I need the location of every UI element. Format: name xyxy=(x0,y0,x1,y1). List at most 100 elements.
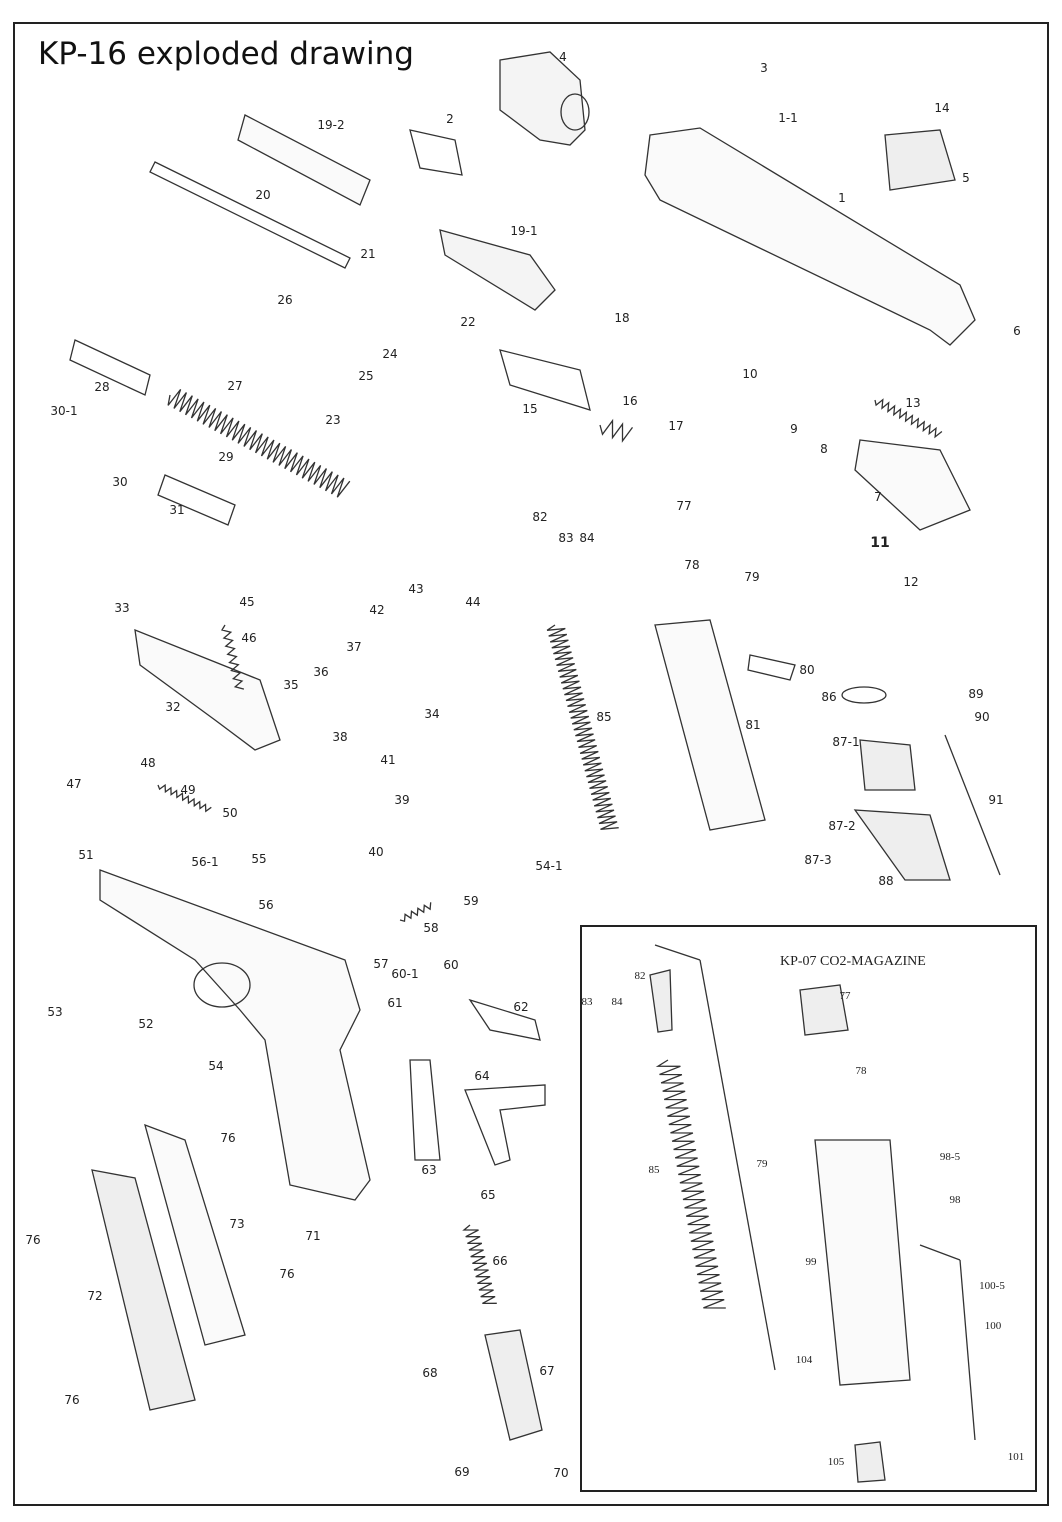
part-label-80: 80 xyxy=(799,663,815,677)
part-label-73: 73 xyxy=(229,1217,245,1231)
part-label-30-1: 30-1 xyxy=(50,404,78,418)
part-barrel-hood xyxy=(499,51,586,146)
part-magazine xyxy=(654,619,766,831)
part-label-56: 56 xyxy=(258,898,274,912)
part-label-87-3: 87-3 xyxy=(804,853,832,867)
part-label-68: 68 xyxy=(422,1366,438,1380)
part-label-63: 63 xyxy=(421,1163,437,1177)
spring-46 xyxy=(220,624,245,690)
co2-magazine-inset xyxy=(580,925,1037,1492)
part-blowback-housing xyxy=(854,439,971,531)
part-label-87-2: 87-2 xyxy=(828,819,856,833)
part-label-83: 83 xyxy=(558,531,574,545)
part-label-21: 21 xyxy=(360,247,376,261)
part-guide-rod xyxy=(157,474,236,526)
part-label-36: 36 xyxy=(313,665,329,679)
part-label-70: 70 xyxy=(553,1466,569,1480)
part-label-82: 82 xyxy=(532,510,548,524)
part-label-91: 91 xyxy=(988,793,1004,807)
part-label-84: 84 xyxy=(579,531,595,545)
spring-58 xyxy=(399,902,432,923)
part-slide xyxy=(644,127,976,346)
part-label-76: 76 xyxy=(64,1393,80,1407)
part-label-65: 65 xyxy=(480,1188,496,1202)
part-label-72: 72 xyxy=(87,1289,103,1303)
part-sear xyxy=(409,1059,441,1161)
part-label-57: 57 xyxy=(373,957,389,971)
part-rear-sight xyxy=(884,129,956,191)
part-label-24: 24 xyxy=(382,347,398,361)
part-label-34: 34 xyxy=(424,707,440,721)
part-label-54-1: 54-1 xyxy=(535,859,563,873)
part-label-12: 12 xyxy=(903,575,919,589)
part-label-17: 17 xyxy=(668,419,684,433)
part-label-78: 78 xyxy=(684,558,700,572)
part-frame xyxy=(99,869,371,1201)
inset-part-label-101: 101 xyxy=(1007,1451,1025,1463)
part-label-56-1: 56-1 xyxy=(191,855,219,869)
part-label-52: 52 xyxy=(138,1017,154,1031)
part-label-1: 1 xyxy=(838,191,846,205)
part-label-53: 53 xyxy=(47,1005,63,1019)
part-label-55: 55 xyxy=(251,852,267,866)
part-valve xyxy=(747,654,796,681)
part-label-47: 47 xyxy=(66,777,82,791)
part-label-64: 64 xyxy=(474,1069,490,1083)
part-label-20: 20 xyxy=(255,188,271,202)
part-label-4: 4 xyxy=(559,50,567,64)
part-label-85: 85 xyxy=(596,710,612,724)
part-label-9: 9 xyxy=(790,422,798,436)
part-label-43: 43 xyxy=(408,582,424,596)
part-trigger-guard xyxy=(464,1084,546,1166)
springs-group xyxy=(157,388,943,1309)
part-label-16: 16 xyxy=(622,394,638,408)
inset-part-label-77: 77 xyxy=(839,990,851,1002)
inset-bottom-plate xyxy=(854,1441,886,1483)
part-label-28: 28 xyxy=(94,380,110,394)
part-recoil-guide xyxy=(69,339,151,396)
part-label-14: 14 xyxy=(934,101,950,115)
spring-recoil xyxy=(167,388,351,498)
drawing-border xyxy=(13,22,1049,1506)
part-label-8: 8 xyxy=(820,442,828,456)
part-label-48: 48 xyxy=(140,756,156,770)
inset-part-label-83: 83 xyxy=(581,996,593,1008)
part-label-30: 30 xyxy=(112,475,128,489)
inset-part-label-79: 79 xyxy=(756,1158,768,1170)
inset-part-label-99: 99 xyxy=(805,1256,817,1268)
part-label-32: 32 xyxy=(165,700,181,714)
part-label-39: 39 xyxy=(394,793,410,807)
part-trigger xyxy=(468,998,541,1041)
inset-part-label-98: 98 xyxy=(949,1194,961,1206)
inset-part-label-100: 100 xyxy=(984,1320,1002,1332)
part-label-5: 5 xyxy=(962,171,970,185)
spring-49 xyxy=(157,783,212,813)
part-label-6: 6 xyxy=(1013,324,1021,338)
part-nozzle xyxy=(499,349,591,411)
part-label-49: 49 xyxy=(180,783,196,797)
part-label-10: 10 xyxy=(742,367,758,381)
part-label-41: 41 xyxy=(380,753,396,767)
part-label-67: 67 xyxy=(539,1364,555,1378)
part-label-61: 61 xyxy=(387,996,403,1010)
part-label-90: 90 xyxy=(974,710,990,724)
part-hopup xyxy=(439,229,556,311)
part-label-1-1: 1-1 xyxy=(778,111,798,125)
part-label-33: 33 xyxy=(114,601,130,615)
part-label-50: 50 xyxy=(222,806,238,820)
part-label-58: 58 xyxy=(423,921,439,935)
inset-part-label-85: 85 xyxy=(648,1164,660,1176)
part-label-25: 25 xyxy=(358,369,374,383)
inset-lip xyxy=(799,984,849,1036)
inset-part-label-78: 78 xyxy=(855,1065,867,1077)
part-label-86: 86 xyxy=(821,690,837,704)
part-label-88: 88 xyxy=(878,874,894,888)
spring-mag-follower xyxy=(546,624,619,831)
part-label-76: 76 xyxy=(25,1233,41,1247)
part-bushing xyxy=(409,129,463,176)
part-label-76: 76 xyxy=(220,1131,236,1145)
part-label-3: 3 xyxy=(760,61,768,75)
spring-blowback xyxy=(874,398,943,439)
part-label-76: 76 xyxy=(279,1267,295,1281)
